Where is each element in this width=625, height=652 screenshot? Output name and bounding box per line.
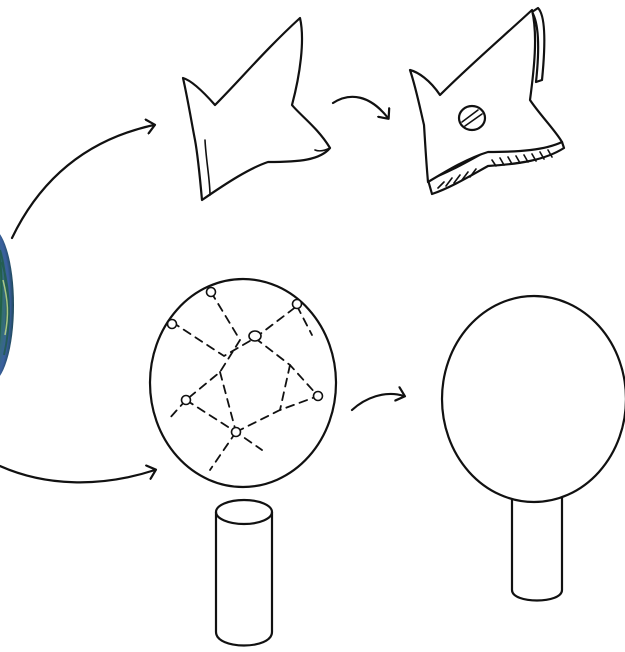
arrow-orb-to-circle [0, 466, 155, 482]
arrow-star-to-solid [333, 97, 388, 118]
seam-point [182, 396, 191, 405]
star-solid [410, 8, 564, 194]
seam-point [207, 288, 216, 297]
circle-smooth [442, 296, 625, 601]
source-orb [0, 227, 14, 383]
star-flat [183, 18, 330, 200]
seam-point [314, 392, 323, 401]
circle-seams [150, 279, 336, 487]
arrow-orb-to-star [12, 125, 154, 238]
seam-point [168, 320, 177, 329]
seam-point [249, 331, 261, 341]
cylinder-left [216, 500, 272, 646]
seam-point [232, 428, 241, 437]
arrow-circle-to-smooth [352, 394, 404, 410]
seam-point [293, 300, 302, 309]
